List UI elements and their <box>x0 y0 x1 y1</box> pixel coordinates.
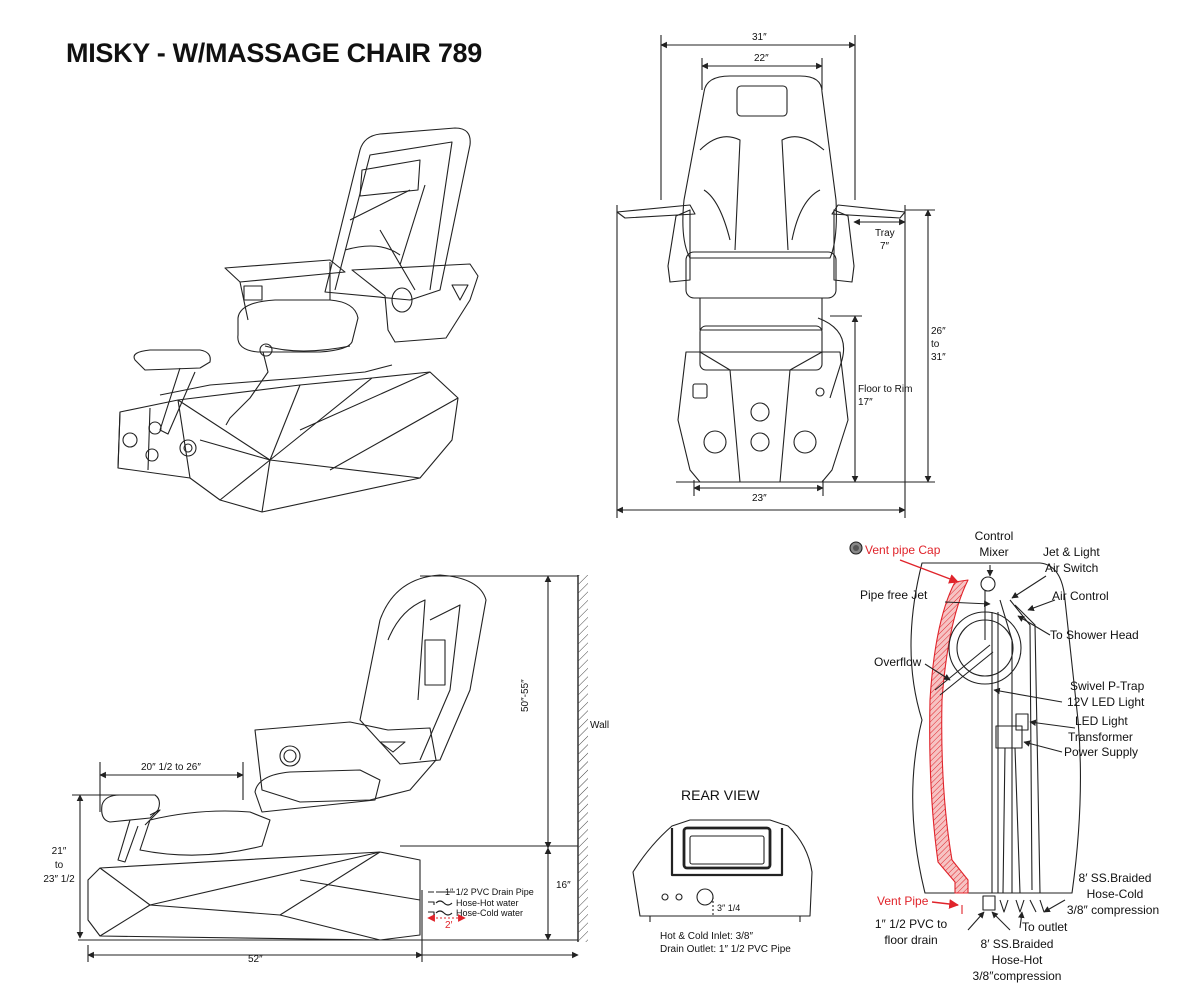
dim-foot-reach: 20″ 1/2 to 26″ <box>141 762 201 773</box>
floor-to-rim-value: 17″ <box>858 397 873 408</box>
dim-base-width: 23″ <box>752 493 767 504</box>
dim-foot-height-low: 21″ <box>51 846 67 857</box>
vent-pipe-label: Vent Pipe <box>877 894 929 908</box>
transformer-label-2: Transformer <box>1068 730 1133 744</box>
overflow-label: Overflow <box>874 655 922 669</box>
dim-arm-height-low: 26″ <box>931 326 946 337</box>
led-light-label: 12V LED Light <box>1067 695 1145 709</box>
drain-pipe-label: 1″ 1/2 PVC Drain Pipe <box>445 887 534 897</box>
dim-arm-height-to: to <box>931 339 940 350</box>
dim-back-width: 22″ <box>754 53 769 64</box>
front-view-drawing <box>616 35 935 518</box>
pipe-free-jet-label: Pipe free Jet <box>860 588 928 602</box>
isometric-chair-drawing <box>117 127 479 513</box>
tray-label: Tray <box>875 228 895 239</box>
power-supply-label: Power Supply <box>1064 745 1139 759</box>
shower-head-label: To Shower Head <box>1050 628 1139 642</box>
cold-hose-label: Hose-Cold water <box>456 908 524 918</box>
dim-foot-height-high: 23″ 1/2 <box>43 874 75 885</box>
to-outlet-label: To outlet <box>1022 920 1068 934</box>
floor-to-rim-label: Floor to Rim <box>858 384 913 395</box>
cold-hose-spec-1: 8′ SS.Braided <box>1078 871 1152 885</box>
dim-arm-height-high: 31″ <box>931 352 946 363</box>
outlet-spec: Drain Outlet: 1″ 1/2 PVC Pipe <box>660 944 791 955</box>
dim-hookup-offset: 2′ <box>445 920 453 931</box>
dim-overall-width: 31″ <box>752 32 767 43</box>
jet-light-label-1: Jet & Light <box>1043 545 1100 559</box>
vent-pipe-cap-label: Vent pipe Cap <box>865 543 941 557</box>
dim-foot-height-to: to <box>54 860 64 871</box>
floor-drain-label-1: 1″ 1/2 PVC to <box>874 917 948 931</box>
control-mixer-label-1: Control <box>974 529 1014 543</box>
dim-wall-clearance: 16″ <box>556 880 571 891</box>
floor-drain-label-2: floor drain <box>884 933 938 947</box>
dim-overall-length: 52″ <box>248 954 263 965</box>
dim-overall-height: 50″-55″ <box>520 679 531 712</box>
hot-hose-spec-3: 3/8″compression <box>972 969 1062 983</box>
dim-inlet-height: 3″ 1/4 <box>717 903 741 913</box>
tray-width: 7″ <box>880 241 890 252</box>
hot-hose-label: Hose-Hot water <box>456 898 519 908</box>
jet-light-label-2: Air Switch <box>1045 561 1099 575</box>
page-title: MISKY - W/MASSAGE CHAIR 789 <box>66 38 482 68</box>
control-mixer-label-2: Mixer <box>979 545 1009 559</box>
rear-view-drawing <box>632 819 813 922</box>
wall-label: Wall <box>590 720 610 731</box>
transformer-label-1: LED Light <box>1075 714 1128 728</box>
air-control-label: Air Control <box>1052 589 1109 603</box>
cold-hose-spec-2: Hose-Cold <box>1086 887 1144 901</box>
plumbing-diagram <box>849 541 1081 931</box>
hot-hose-spec-1: 8′ SS.Braided <box>980 937 1054 951</box>
rear-view-title: REAR VIEW <box>681 787 760 803</box>
p-trap-label: Swivel P-Trap <box>1070 679 1145 693</box>
side-view-drawing <box>72 574 588 962</box>
inlet-spec: Hot & Cold Inlet: 3/8″ <box>660 931 754 942</box>
hot-hose-spec-2: Hose-Hot <box>991 953 1043 967</box>
cold-hose-spec-3: 3/8″ compression <box>1066 903 1160 917</box>
